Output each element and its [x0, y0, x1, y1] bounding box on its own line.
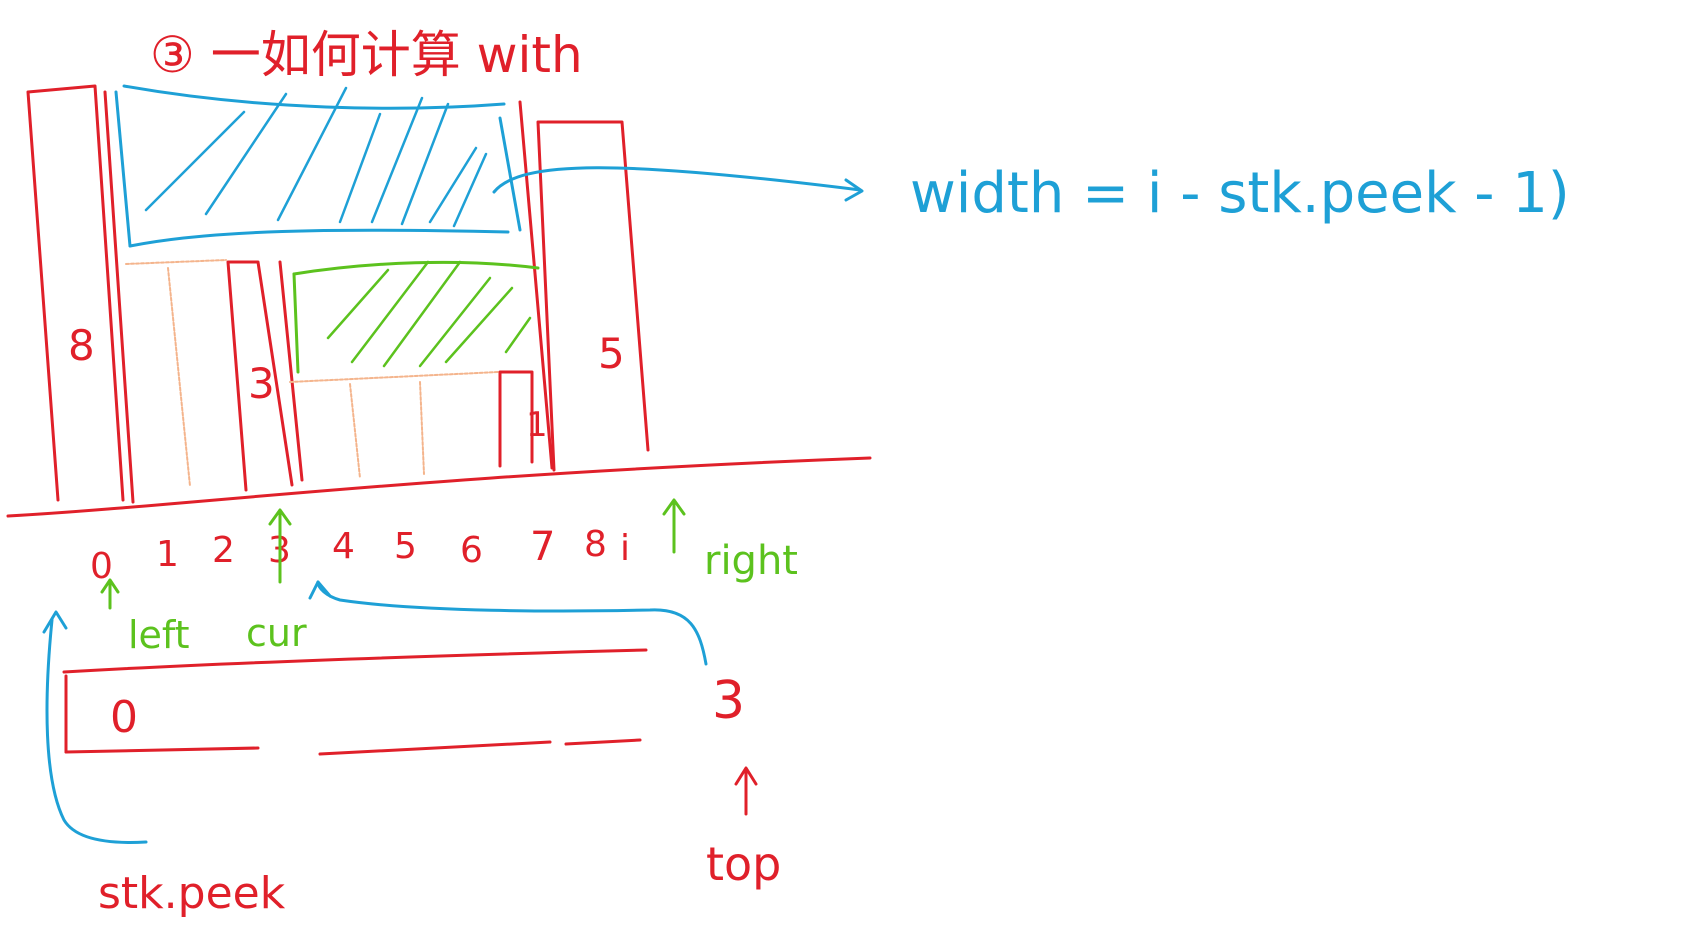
guide-lines	[125, 259, 499, 487]
peek-pointer: stk.peek	[42, 610, 286, 919]
top-label: top	[706, 837, 781, 891]
stack: 0 3	[62, 648, 745, 756]
index-label-0: 0	[90, 546, 113, 587]
bar-height-label-3: 3	[248, 359, 275, 408]
bar-7	[498, 370, 534, 468]
height-hatch	[326, 260, 532, 368]
width-formula: width = i - stk.peek - 1)	[910, 161, 1570, 226]
left-label: left	[128, 613, 190, 657]
bar-8	[536, 120, 650, 472]
index-label-i: i	[620, 528, 630, 569]
index-label-4: 4	[332, 526, 355, 567]
left-pointer: left cur	[100, 578, 307, 657]
index-label-8: 8	[584, 524, 607, 565]
histogram-bars	[6, 84, 872, 518]
right-pointer: right	[662, 498, 798, 584]
cur-pointer	[268, 508, 292, 584]
diagram-title: ③ 一如何计算 with	[150, 26, 583, 84]
bar-height-label-5: 5	[598, 329, 625, 378]
index-label-5: 5	[394, 526, 417, 567]
index-labels: 0 1 2 3 4 5 6 7 8 i	[90, 524, 630, 587]
top-to-index-arrowhead	[308, 580, 332, 600]
index-label-6: 6	[460, 530, 483, 571]
cur-label: cur	[246, 611, 307, 655]
width-hatch	[144, 86, 488, 228]
index-label-7: 7	[530, 524, 555, 570]
bar-height-label-8: 8	[68, 321, 95, 370]
width-region	[114, 84, 522, 248]
top-pointer: top	[706, 766, 781, 891]
right-label: right	[704, 538, 798, 584]
stack-bottom-value: 0	[110, 692, 138, 743]
baseline	[6, 456, 872, 518]
bar-2-3	[226, 260, 304, 492]
bar-height-label-1: 1	[526, 405, 548, 445]
top-to-index-arrow	[316, 580, 708, 666]
height-region	[292, 260, 540, 374]
peek-label: stk.peek	[98, 868, 286, 919]
stack-top-value: 3	[712, 671, 745, 731]
formula-arrow	[492, 166, 862, 194]
formula-arrowhead	[844, 178, 864, 202]
index-label-1: 1	[156, 534, 179, 575]
right-boundary	[518, 100, 554, 470]
bar-0	[26, 84, 125, 502]
index-label-2: 2	[212, 530, 235, 571]
bar-1-left-edge	[103, 90, 135, 504]
